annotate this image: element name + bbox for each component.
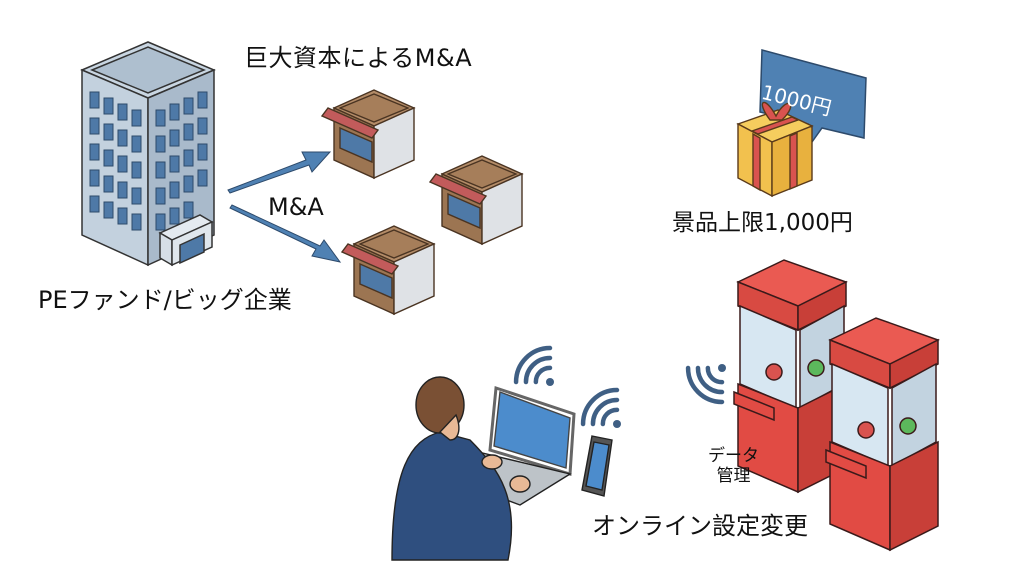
online-settings-label: オンライン設定変更 [592,512,808,540]
data-management-line1: データ [708,446,759,466]
shop-icon [320,89,524,316]
acquirer-label: PEファンド/ビッグ企業 [38,286,292,314]
data-management-label: データ 管理 [708,446,759,486]
office-building-icon [80,41,216,267]
gift-box-icon [736,101,814,198]
prize-limit-label: 景品上限1,000円 [672,210,853,236]
arrow-icon [227,151,342,263]
ma-arrow-label: M&A [268,193,324,221]
crane-game-machine-icon [733,259,940,552]
ma-headline: 巨大資本によるM&A [244,44,473,72]
smartphone-icon [581,435,613,497]
person-with-laptop-icon [391,376,576,561]
data-management-line2: 管理 [716,466,751,486]
wifi-signal-icon [513,345,726,428]
